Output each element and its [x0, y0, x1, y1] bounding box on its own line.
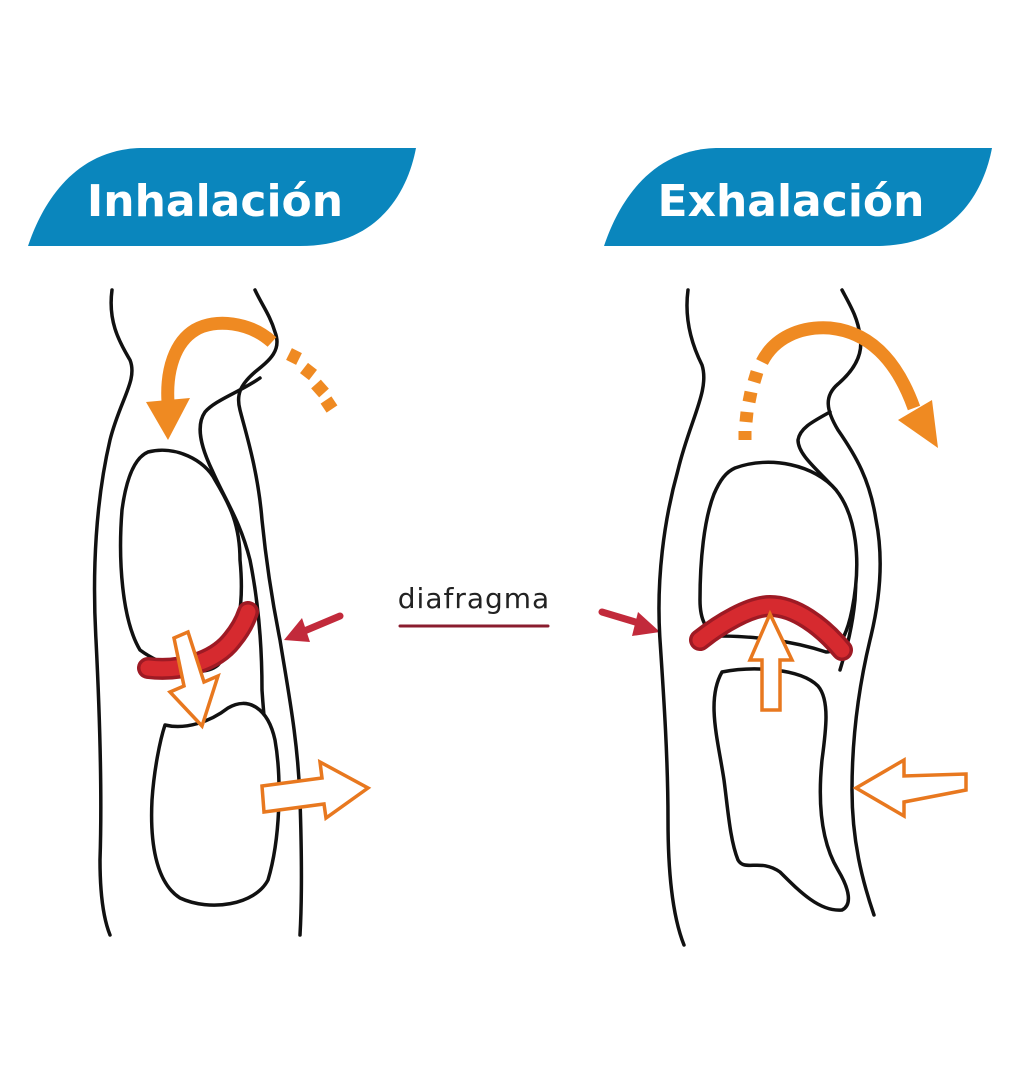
inhalation-down-arrow-icon	[167, 629, 221, 730]
exhalation-title: Exhalación	[658, 176, 925, 227]
exhalation-inward-arrow-icon	[852, 756, 968, 820]
left-pointer-arrow-icon	[284, 612, 344, 642]
inhalation-spine-line	[198, 376, 272, 762]
exhalation-up-arrow-icon	[747, 609, 795, 712]
inhalation-front-line	[92, 288, 134, 937]
exhalation-back-line	[826, 288, 882, 917]
exhalation-panel: Exhalación	[604, 148, 992, 947]
inhalation-banner-shape	[28, 148, 416, 246]
inhalation-title: Inhalación	[87, 176, 343, 227]
diaphragm-label-group: diafragma	[284, 582, 660, 642]
inhalation-abdomen	[149, 701, 281, 907]
exhalation-front-line	[657, 288, 706, 947]
inhalation-banner: Inhalación	[28, 148, 416, 246]
inhalation-panel: Inhalación	[28, 148, 416, 937]
exhalation-banner-shape	[604, 148, 992, 246]
inhalation-diaphragm-fill	[140, 604, 256, 677]
inhalation-air-flow-arrow-icon	[146, 316, 338, 440]
right-pointer-arrow-icon	[598, 608, 660, 636]
diaphragm-label: diafragma	[398, 582, 550, 615]
exhalation-diaphragm-fill	[692, 598, 850, 658]
exhalation-abdomen	[712, 667, 851, 912]
exhalation-air-flow-arrow-icon	[738, 321, 938, 448]
inhalation-outward-arrow-icon	[260, 758, 372, 822]
exhalation-banner: Exhalación	[604, 148, 992, 246]
